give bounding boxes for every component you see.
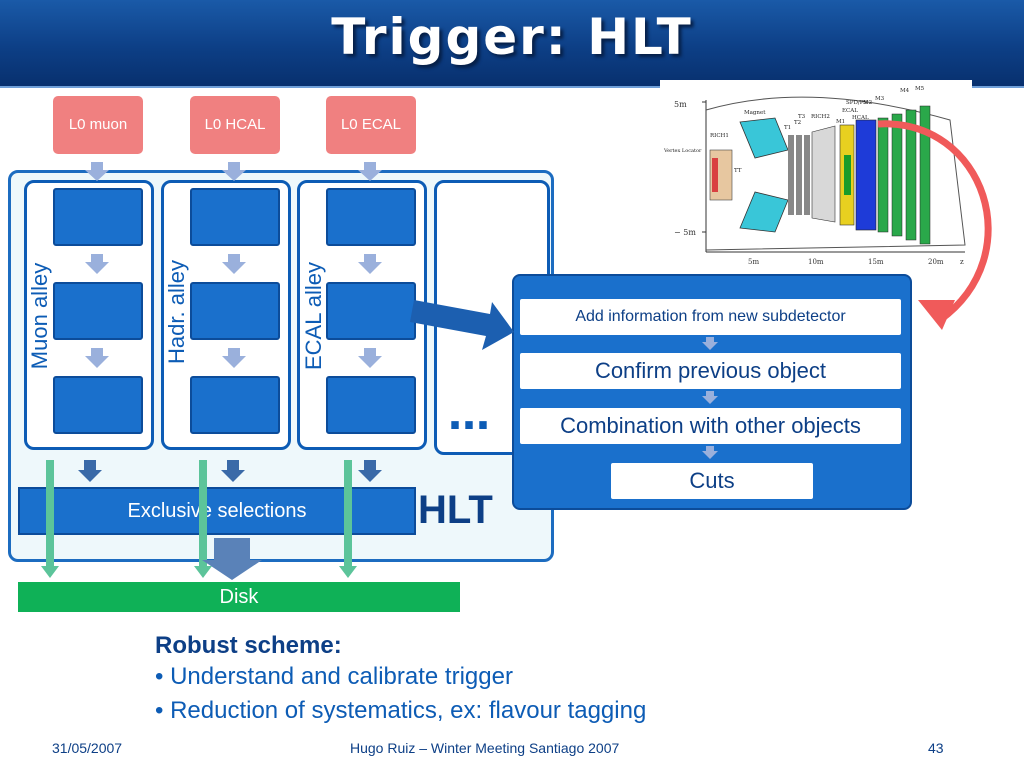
disk-bar: Disk	[18, 582, 460, 612]
down-arrow	[222, 162, 246, 181]
down-arrow-dark	[221, 460, 245, 482]
title-bar: Trigger: HLT	[0, 0, 1024, 88]
alley-step	[53, 188, 143, 246]
robust-title: Robust scheme:	[155, 632, 342, 659]
svg-text:10m: 10m	[808, 258, 824, 266]
svg-text:TT: TT	[734, 168, 742, 174]
alley-step	[190, 282, 280, 340]
svg-text:ECAL: ECAL	[842, 108, 858, 114]
down-arrow-dark	[358, 460, 382, 482]
footer-page: 43	[928, 740, 944, 756]
footer-date: 31/05/2007	[52, 740, 123, 756]
down-arrow-dark	[78, 460, 102, 482]
alley-step	[326, 282, 416, 340]
detail-down-arrow	[702, 337, 718, 350]
bullet-item: • Understand and calibrate trigger	[155, 663, 513, 690]
svg-text:T1: T1	[784, 125, 791, 131]
l0-muon-box: L0 muon	[53, 96, 143, 154]
down-arrow	[358, 348, 382, 368]
step-confirm-object: Confirm previous object	[520, 353, 901, 389]
alley-step	[326, 376, 416, 434]
alley-step	[326, 188, 416, 246]
svg-text:M2: M2	[863, 100, 872, 106]
svg-text:HCAL: HCAL	[852, 115, 869, 121]
svg-text:15m: 15m	[868, 258, 884, 266]
zoom-arrow	[410, 300, 514, 350]
down-arrow	[222, 254, 246, 274]
slide-title: Trigger: HLT	[331, 8, 693, 66]
down-arrow	[85, 162, 109, 181]
curved-red-arrow	[877, 120, 992, 323]
svg-text:M4: M4	[900, 88, 910, 94]
svg-text:M5: M5	[915, 86, 925, 92]
hlt-label: HLT	[418, 488, 493, 532]
alley-step	[53, 282, 143, 340]
down-arrow	[358, 162, 382, 181]
step-cuts: Cuts	[611, 463, 813, 499]
svg-text:T3: T3	[798, 114, 806, 120]
step-combination: Combination with other objects	[520, 408, 901, 444]
detail-down-arrow	[702, 446, 718, 459]
svg-text:RICH1: RICH1	[710, 133, 729, 139]
alley-step	[190, 188, 280, 246]
detector-image: 5m − 5m 5m 10m 15m 20m z SPD/PS M3 M4	[660, 80, 972, 270]
down-arrow	[358, 254, 382, 274]
bullet-item: • Reduction of systematics, ex: flavour …	[155, 697, 647, 724]
svg-text:M1: M1	[836, 119, 845, 125]
svg-text:Vertex Locator: Vertex Locator	[663, 148, 702, 154]
step-add-information: Add information from new subdetector	[520, 299, 901, 335]
alley-step	[53, 376, 143, 434]
footer-center: Hugo Ruiz – Winter Meeting Santiago 2007	[350, 740, 620, 756]
down-arrow	[85, 348, 109, 368]
alley-step	[190, 376, 280, 434]
svg-text:M3: M3	[875, 96, 885, 102]
more-alleys-ellipsis: …	[448, 390, 496, 439]
l0-ecal-box: L0 ECAL	[326, 96, 416, 154]
svg-text:T2: T2	[794, 120, 801, 126]
down-arrow	[222, 348, 246, 368]
svg-text:SPD/PS: SPD/PS	[846, 100, 867, 106]
green-bypass-arrow	[339, 460, 357, 578]
down-arrow	[85, 254, 109, 274]
svg-text:5m: 5m	[748, 258, 759, 266]
svg-text:RICH2: RICH2	[811, 114, 830, 120]
svg-text:z: z	[960, 258, 964, 266]
y-label-bottom: − 5m	[674, 228, 696, 237]
curved-red-arrow-head	[918, 300, 955, 330]
green-bypass-arrow	[41, 460, 59, 578]
svg-text:Magnet: Magnet	[744, 110, 766, 116]
to-disk-arrow	[202, 538, 262, 580]
y-label-top: 5m	[674, 100, 687, 109]
l0-hcal-box: L0 HCAL	[190, 96, 280, 154]
detail-down-arrow	[702, 391, 718, 404]
green-bypass-arrow	[194, 460, 212, 578]
svg-text:20m: 20m	[928, 258, 944, 266]
robust-scheme: Robust scheme: • Understand and calibrat…	[155, 632, 646, 728]
